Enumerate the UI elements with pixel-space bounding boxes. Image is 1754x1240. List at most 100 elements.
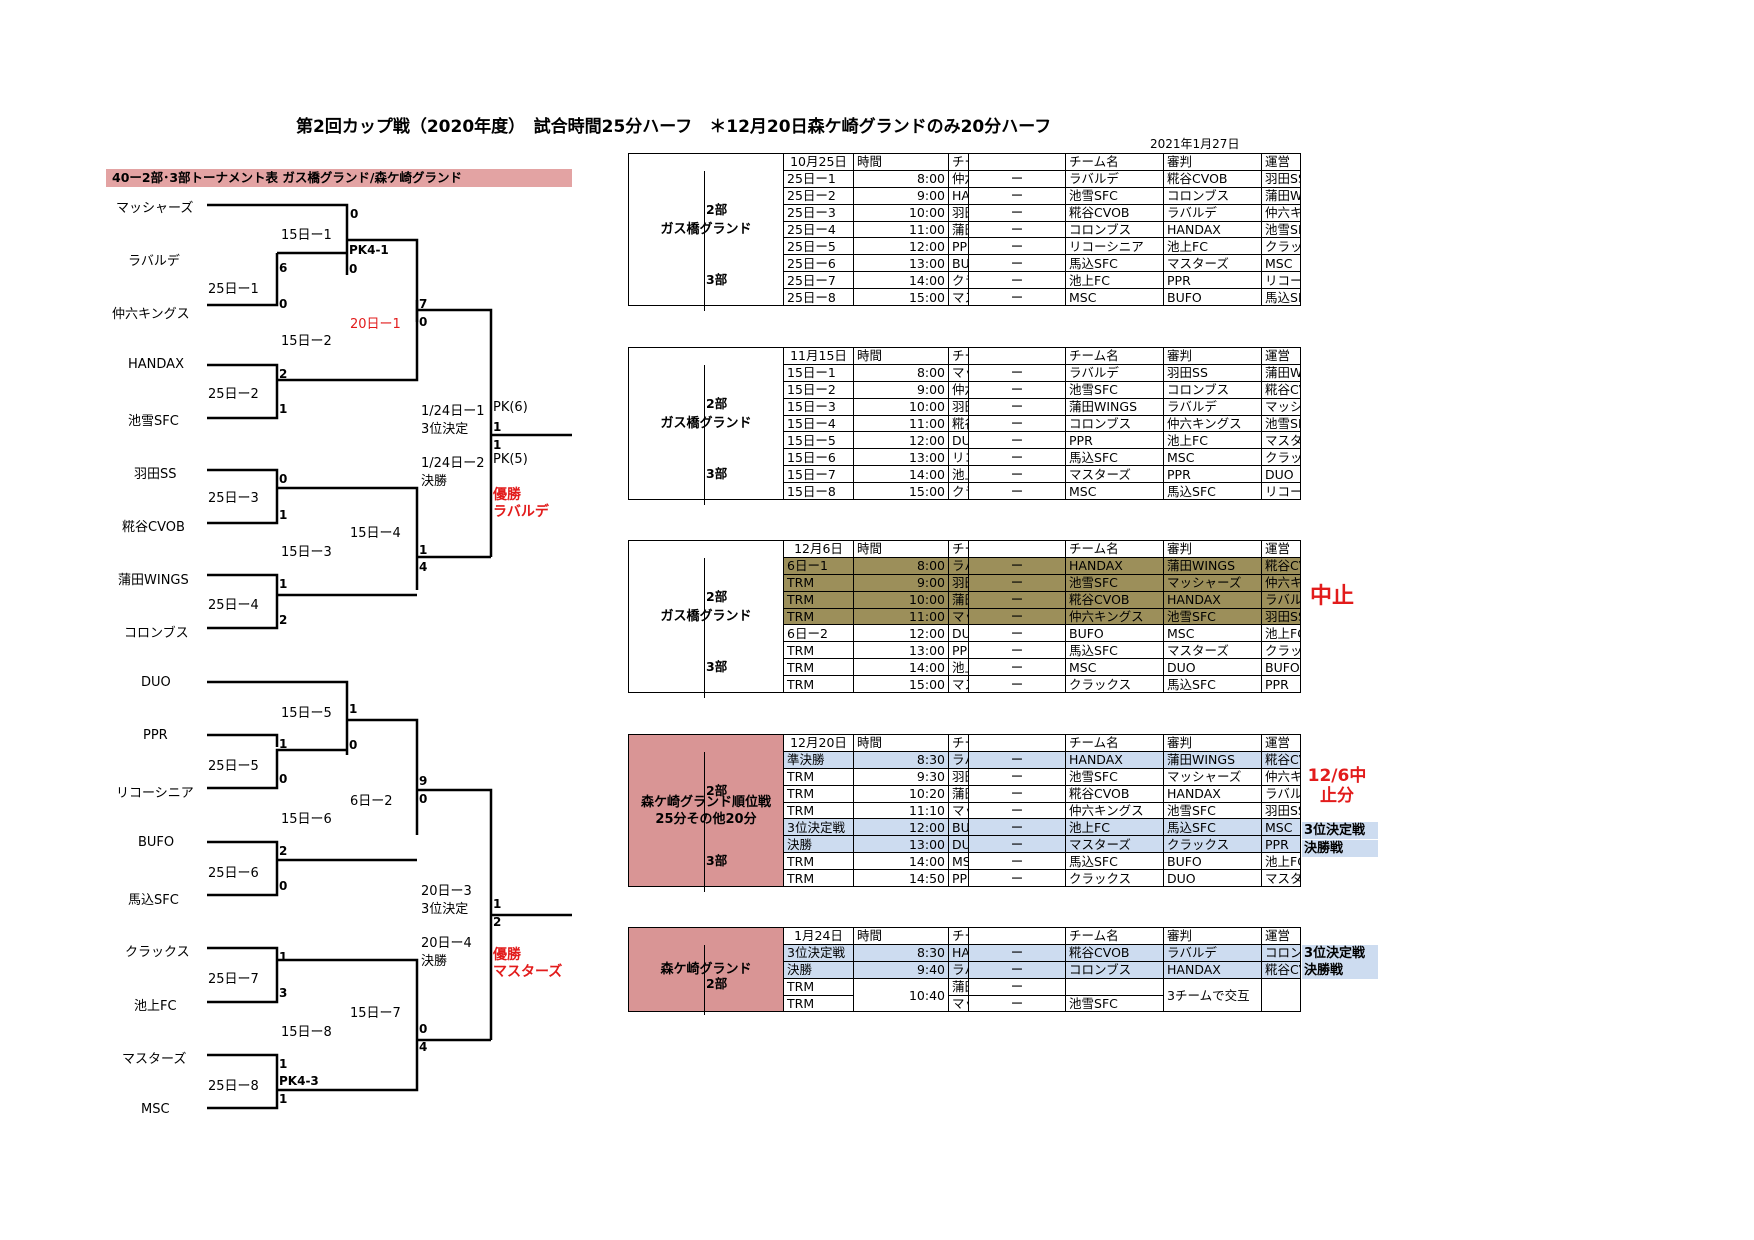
score: 0 bbox=[350, 207, 359, 221]
venue-cell: ガス橋グランド bbox=[627, 152, 785, 307]
score: 1 bbox=[279, 737, 288, 751]
time-cell: 15:00 bbox=[853, 482, 950, 501]
score: 9 bbox=[419, 774, 428, 788]
referee-cell: BUFO bbox=[1163, 288, 1263, 307]
match-label: 25日ー7 bbox=[208, 972, 259, 987]
division-label: 3部 bbox=[706, 659, 728, 675]
team-cell: HANDAX bbox=[948, 186, 970, 205]
referee-cell: 馬込SFC bbox=[1163, 675, 1263, 694]
time-cell: 14:50 bbox=[853, 869, 949, 888]
score: PK4-3 bbox=[279, 1074, 319, 1088]
time-cell: 13:00 bbox=[853, 835, 949, 854]
column-header bbox=[968, 540, 1067, 558]
match-label: 25日ー3 bbox=[208, 491, 259, 506]
time-cell: 10:00 bbox=[853, 203, 950, 222]
score: 1 bbox=[493, 897, 502, 911]
team-cell: クラックス bbox=[948, 482, 970, 501]
match-label: 25日ー1 bbox=[208, 282, 259, 297]
column-header: 審判 bbox=[1163, 927, 1263, 945]
referee-cell: コロンブス bbox=[1163, 380, 1263, 399]
team-cell: 糀谷CVOB bbox=[1065, 943, 1165, 962]
team-cell: コロンブス bbox=[1065, 220, 1165, 239]
column-header: 運営 bbox=[1261, 153, 1301, 171]
column-header: チーム名 bbox=[948, 734, 969, 752]
score: 4 bbox=[419, 560, 428, 574]
referee-cell: ラバルデ bbox=[1163, 943, 1263, 962]
team-cell: 羽田SS bbox=[948, 397, 970, 416]
team-cell: マスターズ bbox=[1065, 835, 1164, 854]
referee-cell: BUFO bbox=[1163, 852, 1262, 871]
referee-cell: MSC bbox=[1163, 624, 1263, 643]
dash-cell: ー bbox=[968, 801, 1066, 820]
team-label: HANDAX bbox=[128, 357, 184, 372]
time-cell: 14:00 bbox=[853, 658, 950, 677]
match-id-cell: TRM bbox=[783, 977, 855, 996]
team-cell: MSC bbox=[1065, 482, 1165, 501]
score: 0 bbox=[279, 772, 288, 786]
match-id-cell: TRM bbox=[783, 641, 855, 660]
match-label: 6日ー2 bbox=[350, 794, 393, 809]
match-label: 25日ー5 bbox=[208, 759, 259, 774]
match-label: 15日ー4 bbox=[350, 526, 401, 541]
column-header: 審判 bbox=[1163, 540, 1263, 558]
dash-cell: ー bbox=[968, 169, 1067, 188]
dash-cell: ー bbox=[968, 658, 1067, 677]
match-id-cell: 3位決定戦 bbox=[783, 943, 855, 962]
referee-cell: 羽田SS bbox=[1163, 363, 1263, 382]
time-cell: 14:00 bbox=[853, 852, 949, 871]
operator-cell: MSC bbox=[1261, 818, 1301, 837]
operator-cell: 仲六キングス bbox=[1261, 767, 1301, 786]
team-label: 池雪SFC bbox=[128, 414, 179, 429]
match-id-cell: TRM bbox=[783, 590, 855, 609]
referee-cell: 糀谷CVOB bbox=[1163, 169, 1263, 188]
match-id-cell: 15日ー3 bbox=[783, 397, 855, 416]
operator-cell: クラックス bbox=[1261, 641, 1301, 660]
team-cell: 仲六キングス bbox=[948, 169, 970, 188]
match-label: 3位決定 bbox=[421, 902, 469, 917]
schedule-table: ガス橋グランド10月25日時間チーム名チーム名審判運営25日ー18:00仲六キン… bbox=[627, 152, 1301, 307]
dash-cell: ー bbox=[968, 818, 1066, 837]
column-header bbox=[968, 927, 1067, 945]
time-cell: 11:10 bbox=[853, 801, 949, 820]
time-cell: 11:00 bbox=[853, 220, 950, 239]
match-label: 15日ー7 bbox=[350, 1006, 401, 1021]
side-note: 3位決定戦 bbox=[1302, 944, 1378, 962]
time-cell: 15:00 bbox=[853, 675, 950, 694]
referee-cell: PPR bbox=[1163, 271, 1263, 290]
match-label: 決勝 bbox=[421, 474, 448, 489]
team-cell: クラックス bbox=[948, 271, 970, 290]
match-id-cell: 25日ー7 bbox=[783, 271, 855, 290]
team-cell: リコーシニア bbox=[948, 448, 970, 467]
dash-cell: ー bbox=[968, 288, 1067, 307]
team-cell: 羽田SS bbox=[948, 203, 970, 222]
operator-cell: DUO bbox=[1261, 465, 1301, 484]
match-id-cell: 15日ー4 bbox=[783, 414, 855, 433]
time-cell: 12:00 bbox=[853, 431, 950, 450]
match-id-cell: 15日ー8 bbox=[783, 482, 855, 501]
score: 0 bbox=[279, 879, 288, 893]
document-date: 2021年1月27日 bbox=[1150, 137, 1240, 151]
dash-cell: ー bbox=[968, 186, 1067, 205]
column-header: チーム名 bbox=[948, 153, 970, 171]
referee-cell: MSC bbox=[1163, 448, 1263, 467]
time-cell: 8:00 bbox=[853, 363, 950, 382]
team-cell: マスターズ bbox=[948, 288, 970, 307]
champion-team: マスターズ bbox=[493, 964, 563, 980]
match-id-cell: 3位決定戦 bbox=[783, 818, 854, 837]
team-cell: 蒲田WINGS bbox=[948, 977, 970, 996]
team-cell: 糀谷CVOB bbox=[1065, 784, 1164, 803]
referee-cell: HANDAX bbox=[1163, 960, 1263, 979]
match-label: 25日ー8 bbox=[208, 1079, 259, 1094]
division-label: 2部 bbox=[706, 395, 728, 411]
match-id-cell: 6日ー2 bbox=[783, 624, 855, 643]
dash-cell: ー bbox=[968, 590, 1067, 609]
team-label: クラックス bbox=[125, 945, 190, 960]
operator-cell: マスターズ bbox=[1261, 869, 1301, 888]
team-cell: マッシャーズ bbox=[948, 607, 970, 626]
